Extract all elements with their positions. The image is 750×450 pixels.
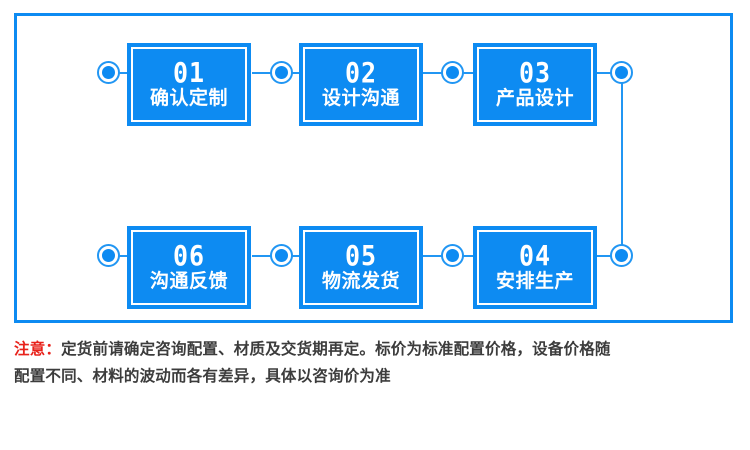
- node-dot-between-step5-step6: [270, 244, 293, 267]
- step-box-03-inner: 03 产品设计: [477, 47, 593, 122]
- node-dot-between-step1-step2: [270, 61, 293, 84]
- step-label-02: 设计沟通: [321, 87, 400, 110]
- step-box-06[interactable]: 06 沟通反馈: [127, 226, 251, 309]
- flowchart-frame: 01 确认定制 02 设计沟通 03 产品设计 06 沟通反馈 05 物流发货 …: [14, 13, 733, 323]
- node-dot-between-step4-step5: [441, 244, 464, 267]
- step-label-05: 物流发货: [321, 270, 400, 293]
- connector-line-vertical-right: [621, 72, 623, 256]
- step-box-04[interactable]: 04 安排生产: [473, 226, 597, 309]
- step-box-01-inner: 01 确认定制: [131, 47, 247, 122]
- step-box-06-inner: 06 沟通反馈: [131, 230, 247, 305]
- node-dot-before-step4: [610, 244, 633, 267]
- note-label: 注意：: [14, 340, 62, 358]
- step-box-03[interactable]: 03 产品设计: [473, 43, 597, 126]
- connector-line-step4-to-corner: [597, 255, 621, 257]
- node-dot-before-step1: [97, 61, 120, 84]
- node-dot-after-step3: [610, 61, 633, 84]
- step-number-03: 03: [518, 56, 552, 89]
- node-dot-between-step2-step3: [441, 61, 464, 84]
- step-box-02-inner: 02 设计沟通: [303, 47, 419, 122]
- note-line-2: 配置不同、材料的波动而各有差异，具体以咨询价为准: [14, 367, 391, 386]
- step-number-01: 01: [172, 56, 206, 89]
- step-box-04-inner: 04 安排生产: [477, 230, 593, 305]
- step-number-02: 02: [344, 56, 378, 89]
- step-label-04: 安排生产: [495, 270, 574, 293]
- step-number-04: 04: [518, 239, 552, 272]
- step-label-01: 确认定制: [149, 87, 228, 110]
- connector-line-step3-to-corner: [597, 72, 621, 74]
- step-label-03: 产品设计: [495, 87, 574, 110]
- step-number-06: 06: [172, 239, 206, 272]
- step-box-02[interactable]: 02 设计沟通: [299, 43, 423, 126]
- node-dot-after-step6: [97, 244, 120, 267]
- step-label-06: 沟通反馈: [149, 270, 228, 293]
- note-text-block: 注意：定货前请确定咨询配置、材质及交货期再定。标价为标准配置价格，设备价格随 配…: [14, 336, 736, 390]
- step-number-05: 05: [344, 239, 378, 272]
- note-line-1: 定货前请确定咨询配置、材质及交货期再定。标价为标准配置价格，设备价格随: [61, 340, 611, 358]
- step-box-01[interactable]: 01 确认定制: [127, 43, 251, 126]
- step-box-05[interactable]: 05 物流发货: [299, 226, 423, 309]
- step-box-05-inner: 05 物流发货: [303, 230, 419, 305]
